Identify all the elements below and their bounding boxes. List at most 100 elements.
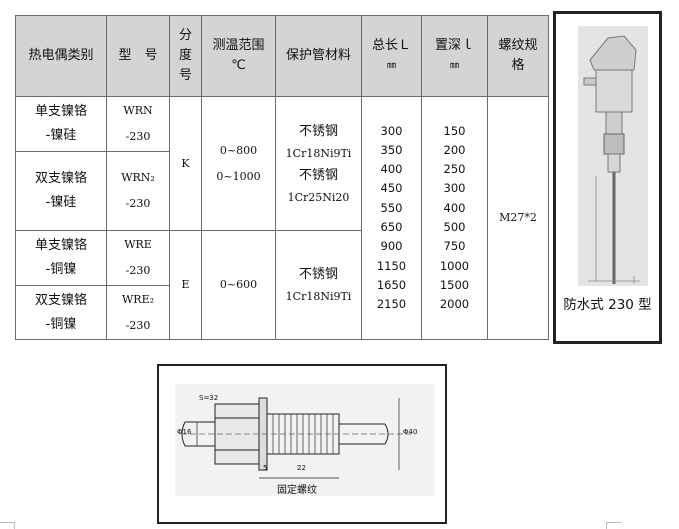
model-line: -230 [125, 197, 151, 210]
type-line: 双支镍铬 [34, 171, 87, 186]
thread-drawing-frame: S=32 Φ16 Φ40 5 22 固定螺纹 [157, 364, 447, 524]
model-cell: WRN -230 [106, 96, 170, 152]
type-line: -铜镍 [45, 316, 77, 332]
length-value: 400 [380, 162, 403, 177]
model-cell: WRE -230 [106, 230, 170, 286]
material-k-cell: 不锈钢 1Cr18Ni9Ti 不锈钢 1Cr25Ni20 [275, 96, 362, 231]
corner-mark [606, 522, 621, 529]
material-e-cell: 不锈钢 1Cr18Ni9Ti [275, 230, 362, 340]
model-line: -230 [125, 130, 151, 143]
index-e-cell: E [169, 230, 202, 340]
thread-diagram [181, 397, 411, 479]
drawing-caption: 固定螺纹 [277, 485, 317, 496]
length-value: 2150 [376, 297, 407, 312]
range-k-cell: 0~800 0~1000 [201, 96, 276, 231]
depth-value: 500 [443, 220, 466, 234]
table-row: 双支镍铬 -镍硅 WRN₂ -230 [15, 151, 549, 231]
header-depth: 置深ｌ ㎜ [421, 15, 488, 97]
range-line: 0~800 [219, 143, 258, 157]
material-grade: 1Cr18Ni9Ti [285, 290, 352, 303]
depth-value: 250 [443, 162, 466, 177]
product-photo [578, 26, 648, 286]
depth-value: 400 [443, 200, 466, 215]
dim-d-right: Φ40 [403, 428, 418, 436]
range-e-cell: 0~600 [201, 230, 276, 340]
dim-d-left: Φ16 [177, 428, 192, 436]
type-cell: 双支镍铬 -铜镍 [15, 285, 107, 340]
header-index: 分 度 号 [169, 15, 202, 97]
depth-value: 1500 [439, 277, 470, 292]
depth-value: 150 [443, 123, 466, 138]
header-thread: 螺纹规 格 [487, 15, 549, 97]
length-value: 900 [380, 239, 403, 254]
model-cell: WRN₂ -230 [106, 151, 170, 231]
table-row: 单支镍铬 -镍硅 WRN -230 K 0~800 0~1000 不锈钢 1Cr… [15, 96, 549, 340]
type-line: -铜镍 [45, 262, 77, 277]
material-grade: 1Cr18Ni9Ti [285, 146, 352, 160]
type-line: -镍硅 [45, 195, 77, 210]
thread-cell: M27*2 [487, 96, 549, 340]
table-row: 单支镍铬 -铜镍 WRE -230 E 0~600 不锈钢 1Cr18Ni9Ti [15, 230, 549, 340]
range-line: 0~1000 [216, 169, 261, 183]
table-row: 双支镍铬 -铜镍 WRE₂ -230 [15, 285, 549, 340]
header-range-unit: ℃ [231, 58, 246, 73]
depth-value: 2000 [439, 297, 470, 312]
header-length-unit: ㎜ [386, 61, 396, 71]
material-name: 不锈钢 [298, 167, 338, 183]
header-model: 型 号 [106, 15, 170, 97]
type-cell: 单支镍铬 -镍硅 [15, 96, 107, 152]
dim-a: 5 [263, 464, 268, 472]
type-cell: 双支镍铬 -镍硅 [15, 151, 107, 231]
length-value: 1650 [376, 277, 407, 292]
header-row: 热电偶类别 型 号 分 度 号 测温范围 ℃ 保护管材料 总长Ｌ ㎜ 置深ｌ ㎜… [15, 15, 549, 97]
depth-value: 300 [443, 181, 466, 196]
dim-b: 22 [297, 464, 306, 472]
length-value: 1150 [376, 258, 407, 273]
length-value: 350 [380, 142, 403, 157]
dim-hex: S=32 [199, 394, 219, 402]
type-line: -镍硅 [45, 128, 77, 143]
type-cell: 单支镍铬 -铜镍 [15, 230, 107, 286]
type-line: 单支镍铬 [34, 238, 87, 253]
header-depth-label: 置深ｌ [434, 38, 474, 53]
depth-value: 1000 [439, 258, 470, 273]
model-line: -230 [125, 318, 151, 332]
thermocouple-image [583, 35, 640, 284]
header-index-3: 号 [178, 68, 192, 83]
model-cell: WRE₂ -230 [106, 285, 170, 340]
length-value: 550 [380, 200, 403, 215]
product-photo-frame: 防水式 230 型 [553, 11, 662, 344]
header-depth-unit: ㎜ [449, 61, 459, 71]
model-line: WRE [124, 238, 152, 251]
depth-value: 750 [443, 239, 466, 254]
header-index-2: 度 [178, 48, 192, 63]
model-line: WRN [123, 104, 153, 117]
header-thread-2: 格 [511, 58, 525, 73]
header-index-1: 分 [178, 28, 192, 43]
corner-mark [0, 522, 15, 529]
spec-table: 热电偶类别 型 号 分 度 号 测温范围 ℃ 保护管材料 总长Ｌ ㎜ 置深ｌ ㎜… [15, 15, 549, 340]
index-k-cell: K [169, 96, 202, 231]
material-name: 不锈钢 [298, 123, 338, 139]
type-line: 双支镍铬 [34, 292, 87, 308]
depth-value: 200 [443, 142, 466, 157]
material-name: 不锈钢 [298, 267, 338, 282]
header-range: 测温范围 ℃ [201, 15, 276, 97]
model-line: -230 [125, 264, 151, 277]
length-value: 650 [380, 220, 403, 234]
material-grade: 1Cr25Ni20 [287, 190, 350, 204]
length-value: 300 [380, 123, 403, 138]
thread-drawing: S=32 Φ16 Φ40 5 22 [175, 384, 435, 496]
header-thread-1: 螺纹规 [498, 38, 538, 53]
photo-caption: 防水式 230 型 [563, 297, 652, 313]
header-range-label: 测温范围 [212, 38, 265, 53]
header-type: 热电偶类别 [15, 15, 107, 97]
header-length: 总长Ｌ ㎜ [361, 15, 422, 97]
depth-cell: 150 200 250 300 400 500 750 1000 1500 20… [421, 96, 488, 340]
length-cell: 300 350 400 450 550 650 900 1150 1650 21… [361, 96, 422, 340]
model-line: WRE₂ [121, 292, 155, 306]
model-line: WRN₂ [121, 171, 155, 184]
header-length-label: 总长Ｌ [371, 38, 411, 53]
length-value: 450 [380, 181, 403, 196]
type-line: 单支镍铬 [34, 104, 87, 119]
